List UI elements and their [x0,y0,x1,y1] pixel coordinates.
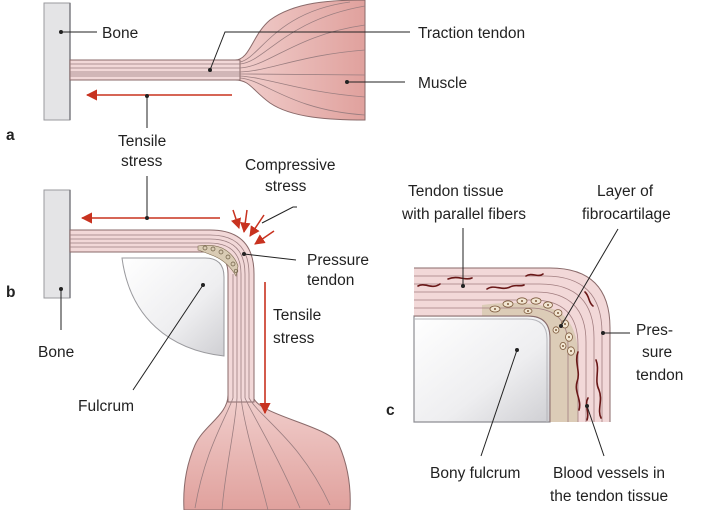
bony-fulcrum [414,316,550,422]
label-pressure-tendon-b-1: Pressure [307,252,369,269]
muscle-b [184,395,350,510]
label-pressure-tendon-b-2: tendon [307,272,354,289]
bone-a [44,3,70,120]
label-fibrocartilage-1: Layer of [597,183,654,200]
traction-tendon [70,60,240,80]
panel-a: Bone Traction tendon Muscle Tensile stre… [6,0,525,170]
label-blood-vessels-2: the tendon tissue [550,488,668,505]
panel-label-b: b [6,284,15,301]
panel-label-a: a [6,127,15,144]
label-bone-a: Bone [102,25,138,42]
panel-c: Tendon tissue with parallel fibers Layer… [386,183,683,505]
label-pressure-tendon-c-3: tendon [636,367,683,384]
label-muscle: Muscle [418,75,467,92]
label-fibrocartilage-2: fibrocartilage [582,206,671,223]
bone-b [44,190,70,298]
label-tensile-a-2: stress [121,153,163,170]
label-bony-fulcrum: Bony fulcrum [430,465,520,482]
label-pressure-tendon-c-1: Pres- [636,322,673,339]
label-blood-vessels-1: Blood vessels in [553,465,665,482]
label-compressive-2: stress [265,178,307,195]
label-traction-tendon: Traction tendon [418,25,525,42]
label-tensile-b-1: Tensile [273,307,321,324]
label-fulcrum: Fulcrum [78,398,134,415]
label-pressure-tendon-c-2: sure [642,344,672,361]
label-compressive-1: Compressive [245,157,335,174]
label-tendon-tissue-1: Tendon tissue [408,183,504,200]
label-tendon-tissue-2: with parallel fibers [401,206,526,223]
panel-label-c: c [386,402,395,419]
label-bone-b: Bone [38,344,74,361]
label-tensile-b-2: stress [273,330,315,347]
panel-b: Compressive stress Pressure tendon Tensi… [6,157,369,510]
fulcrum-b [122,258,224,356]
label-tensile-a-1: Tensile [118,133,166,150]
